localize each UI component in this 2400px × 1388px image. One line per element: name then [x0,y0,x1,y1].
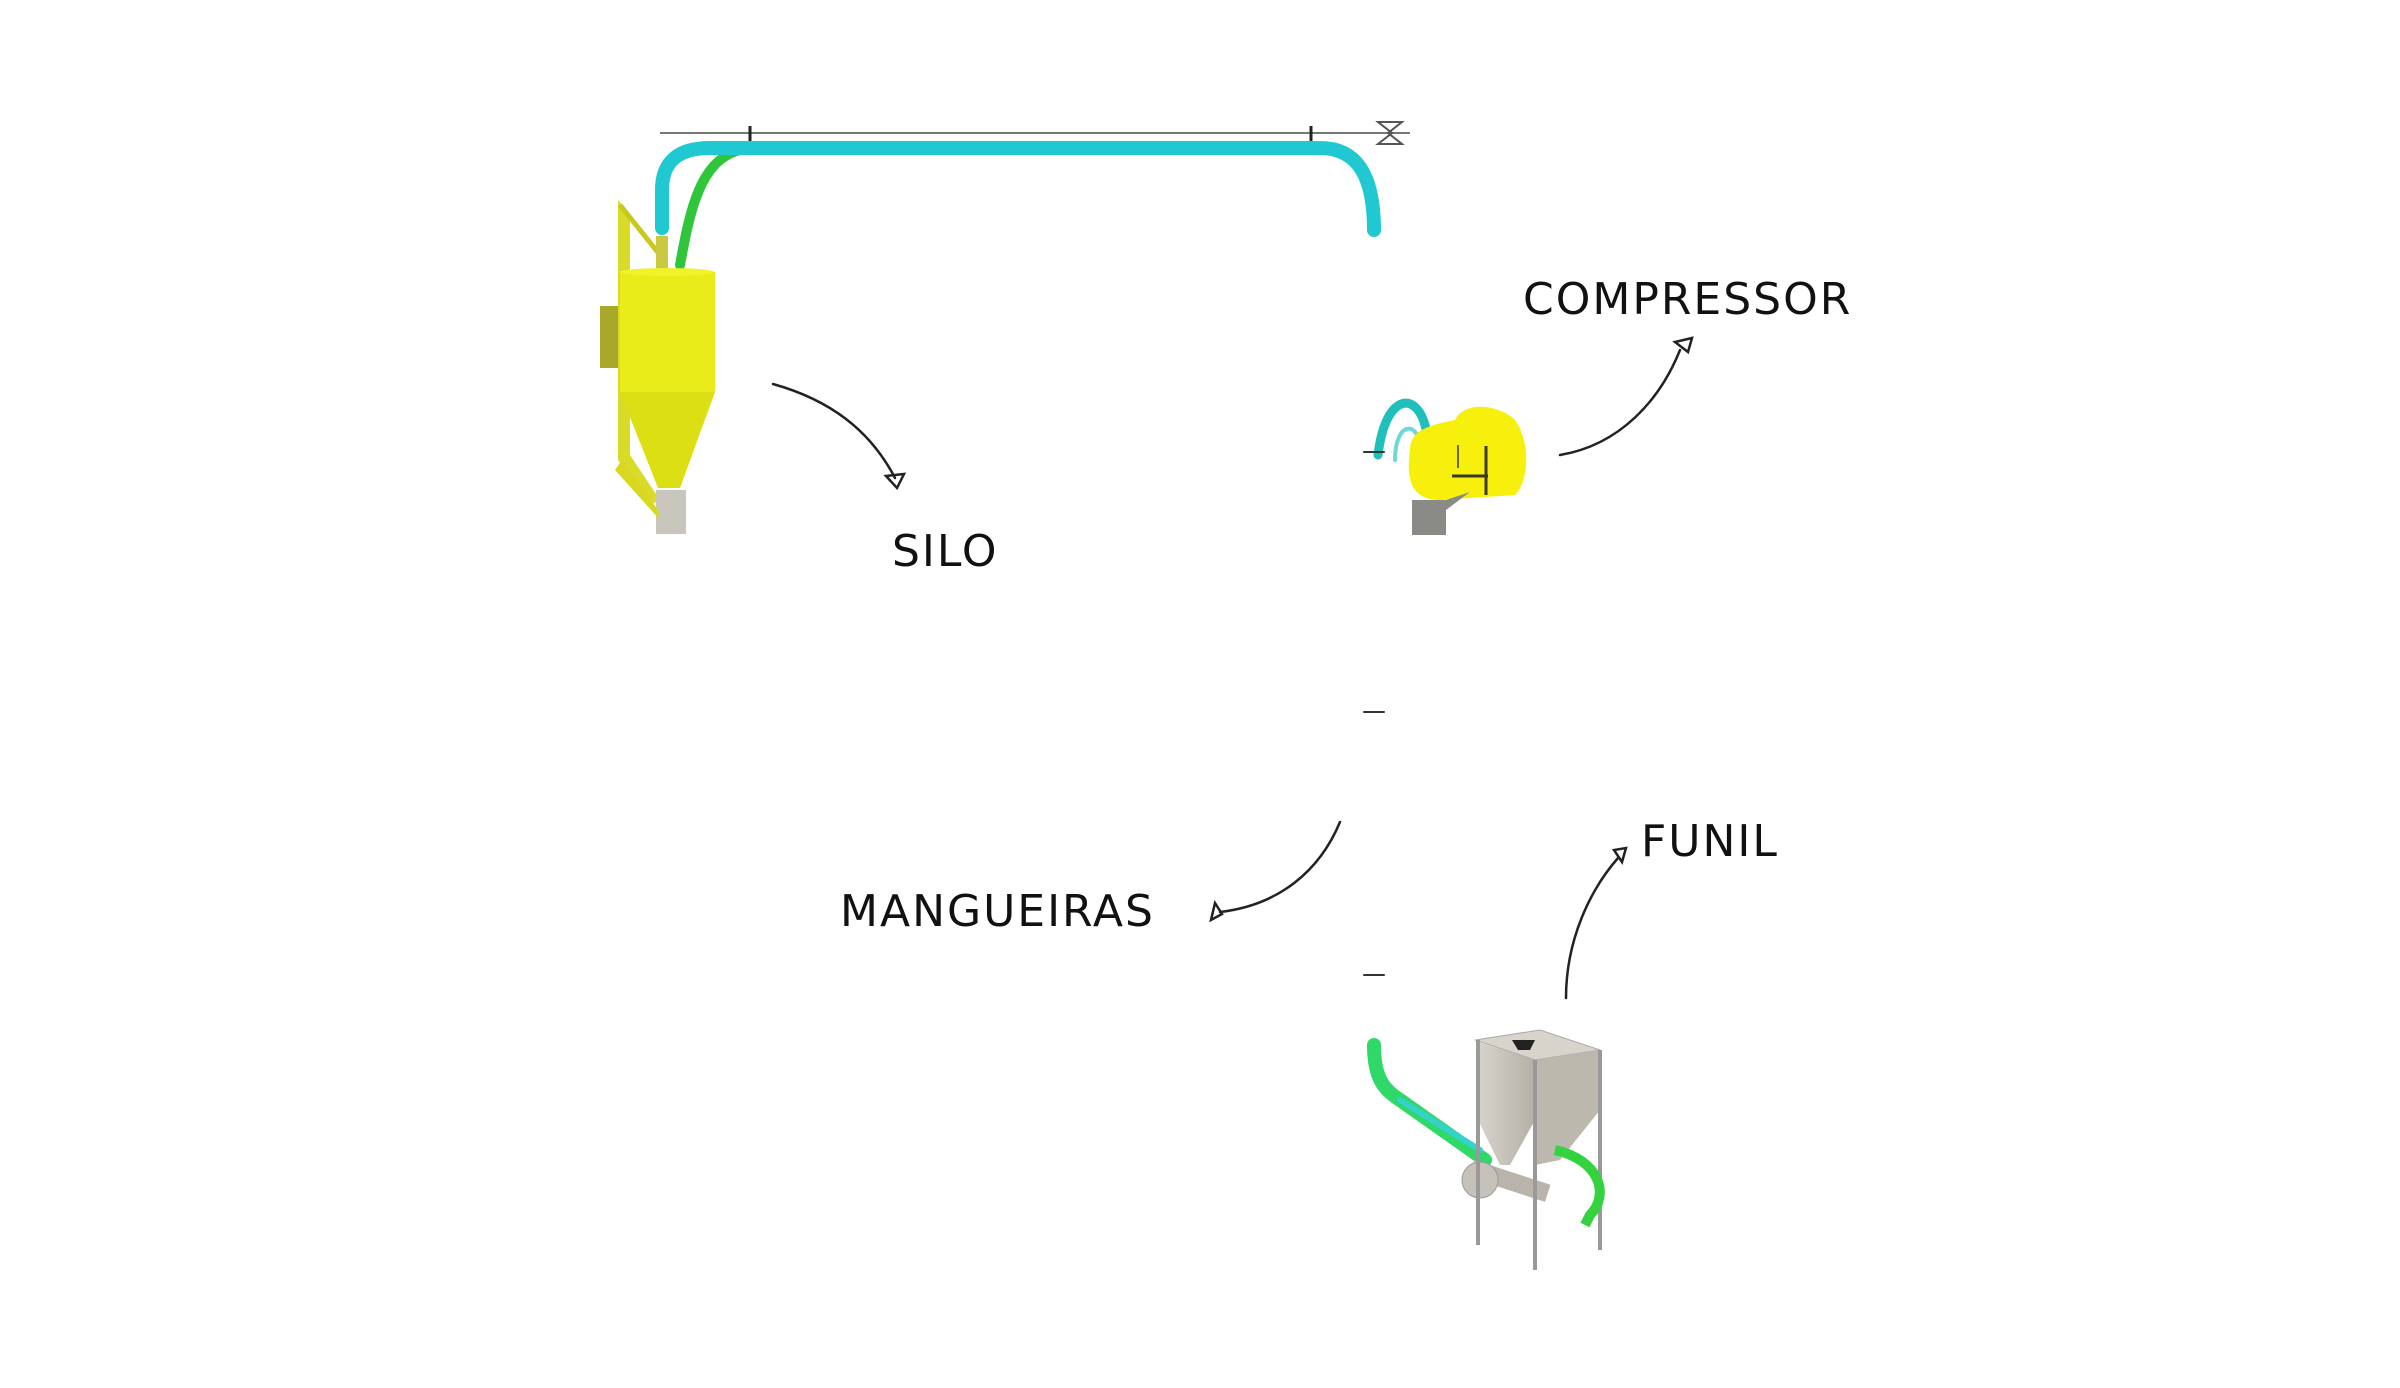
label-mangueiras: MANGUEIRAS [840,886,1155,937]
support-rod [660,121,1410,148]
label-silo: SILO [892,526,999,577]
arrow-silo [771,382,907,491]
compressor-equipment [1408,406,1527,535]
arrow-funil [1564,846,1628,1000]
label-compressor: COMPRESSOR [1523,274,1853,325]
funil-equipment [1461,1029,1605,1270]
label-funil: FUNIL [1641,816,1779,867]
cyan-hose-main [655,141,1381,237]
rod-clamp [1375,121,1405,145]
arrow-mangueiras [1209,820,1342,923]
annotation-arrows [771,336,1694,1000]
arrow-compressor [1558,336,1694,457]
mangueiras-hoses [655,141,1492,1167]
silo-equipment [600,200,715,534]
green-hose-silo [675,145,745,270]
